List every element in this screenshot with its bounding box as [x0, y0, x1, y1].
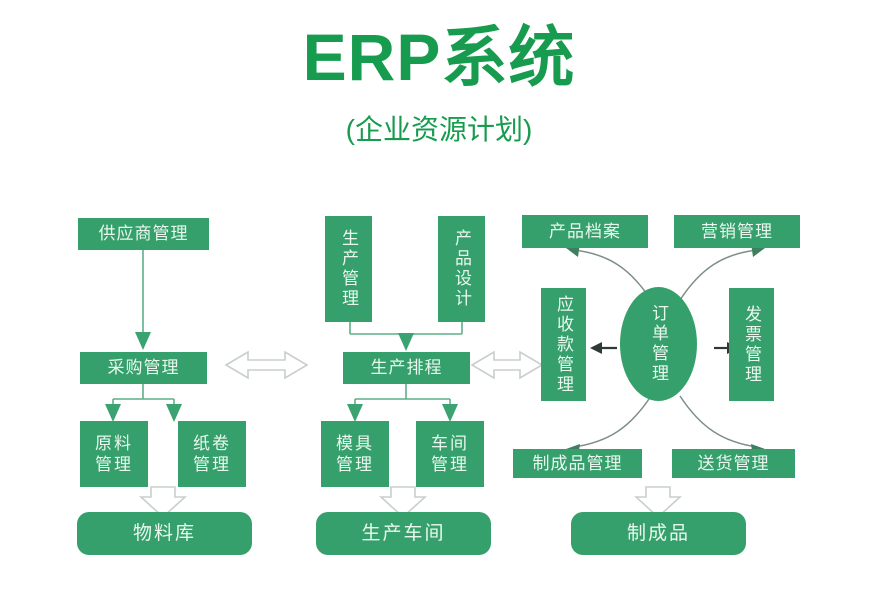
box-production-scheduling[interactable]: 生产排程 — [343, 352, 470, 384]
box-mold-management[interactable]: 模具 管理 — [321, 421, 389, 487]
page-subtitle: (企业资源计划) — [345, 114, 533, 145]
box-supplier-management[interactable]: 供应商管理 — [78, 218, 209, 250]
box-workshop-management[interactable]: 车间 管理 — [416, 421, 484, 487]
box-marketing-management[interactable]: 营销管理 — [674, 215, 800, 248]
box-material-warehouse[interactable]: 物料库 — [77, 512, 252, 555]
box-delivery-management[interactable]: 送货管理 — [672, 449, 795, 478]
box-finished-goods[interactable]: 制成品 — [571, 512, 746, 555]
box-production-management[interactable]: 生产管理 — [325, 216, 372, 322]
box-receivables-management[interactable]: 应收款管理 — [541, 288, 586, 401]
page-title: ERP系统 — [302, 20, 576, 94]
box-product-design[interactable]: 产品设计 — [438, 216, 485, 322]
box-production-workshop[interactable]: 生产车间 — [316, 512, 491, 555]
box-invoice-management[interactable]: 发票管理 — [729, 288, 774, 401]
box-order-management[interactable]: 订单管理 — [620, 287, 697, 401]
box-purchasing-management[interactable]: 采购管理 — [80, 352, 207, 384]
box-finished-goods-management[interactable]: 制成品管理 — [513, 449, 642, 478]
box-product-archive[interactable]: 产品档案 — [522, 215, 648, 248]
box-paper-roll-management[interactable]: 纸卷 管理 — [178, 421, 246, 487]
box-raw-material-management[interactable]: 原料 管理 — [80, 421, 148, 487]
